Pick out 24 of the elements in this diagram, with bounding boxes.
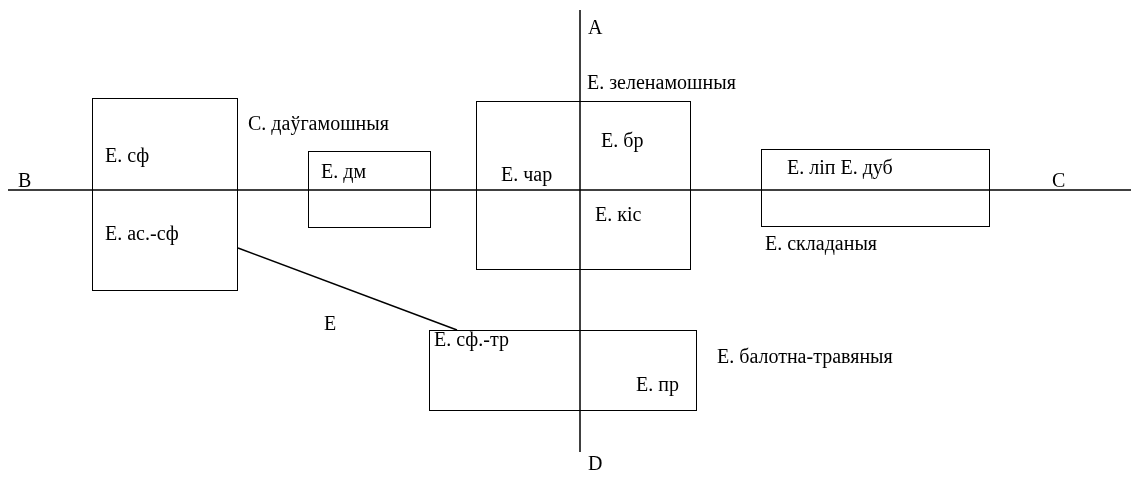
axis-label: C	[1052, 170, 1066, 190]
vegetation-box	[476, 101, 691, 270]
connector-line	[237, 247, 458, 331]
group-caption: С. даўгамошныя	[248, 113, 389, 133]
vegetation-label: Е. дм	[321, 161, 367, 181]
vegetation-label: Е. ліп Е. дуб	[787, 157, 893, 177]
vegetation-box	[308, 151, 431, 228]
group-caption: Е. зеленамошныя	[587, 72, 736, 92]
vegetation-label: Е. пр	[636, 374, 679, 394]
vegetation-box	[429, 330, 697, 411]
edge-label: Е	[322, 313, 339, 333]
vegetation-label: Е. чар	[501, 164, 553, 184]
axis-label: B	[18, 170, 32, 190]
group-caption: Е. балотна-травяныя	[717, 346, 893, 366]
vegetation-box	[92, 98, 238, 291]
vegetation-label: Е. сф	[105, 145, 150, 165]
vegetation-label: Е. бр	[601, 130, 644, 150]
vegetation-label: Е. сф.-тр	[434, 329, 509, 349]
axis-label: A	[588, 17, 603, 37]
vegetation-label: Е. кіс	[595, 204, 642, 224]
group-caption: Е. складаныя	[765, 233, 878, 253]
axis-label: D	[588, 453, 603, 473]
vegetation-label: Е. ас.-сф	[105, 223, 179, 243]
vegetation-box	[761, 149, 990, 227]
